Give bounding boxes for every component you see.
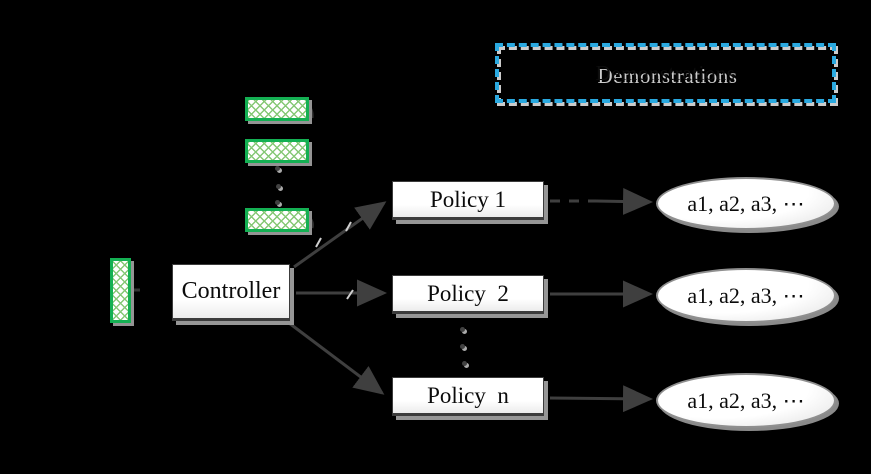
policy1-box: Policy 1 [392, 181, 544, 220]
ellipsis-dot [460, 327, 465, 332]
stacked-hatched-box-2 [245, 139, 309, 163]
actions3-label: a1, a2, a3, ⋯ [687, 387, 805, 413]
line-break-mark-1 [315, 237, 322, 248]
line-break-mark-2 [345, 221, 352, 232]
stacked-hatched-box-3 [245, 208, 309, 232]
stacked-hatched-box-1 [245, 97, 309, 121]
ellipsis-dot [460, 344, 465, 349]
line-break-mark-3 [346, 289, 354, 300]
policyn-box: Policy n [392, 377, 544, 416]
policy2-box: Policy 2 [392, 275, 544, 314]
demonstrations-label: Demonstrations [595, 60, 736, 85]
controller-box: Controller [172, 264, 290, 321]
arrow-policyn-to-actions [549, 385, 653, 413]
arrow-controller-to-policyn [288, 321, 385, 395]
ellipsis-dot [275, 166, 280, 171]
actions-ellipse-3: a1, a2, a3, ⋯ [656, 373, 836, 428]
input-hatched-box [110, 258, 131, 323]
actions1-label: a1, a2, a3, ⋯ [687, 190, 805, 216]
arrow-policy1-to-actions [595, 188, 653, 215]
ellipsis-dot [462, 361, 467, 366]
policy2-label: Policy 2 [427, 280, 509, 306]
actions2-label: a1, a2, a3, ⋯ [687, 282, 805, 308]
ellipsis-dot [275, 200, 280, 205]
policy1-label: Policy 1 [429, 186, 507, 212]
ellipsis-dot [276, 184, 281, 189]
controller-label: Controller [181, 278, 281, 304]
policyn-label: Policy n [427, 382, 509, 408]
actions-ellipse-2: a1, a2, a3, ⋯ [656, 268, 836, 323]
demonstrations-box: Demonstrations [495, 43, 836, 103]
actions-ellipse-1: a1, a2, a3, ⋯ [656, 177, 836, 230]
